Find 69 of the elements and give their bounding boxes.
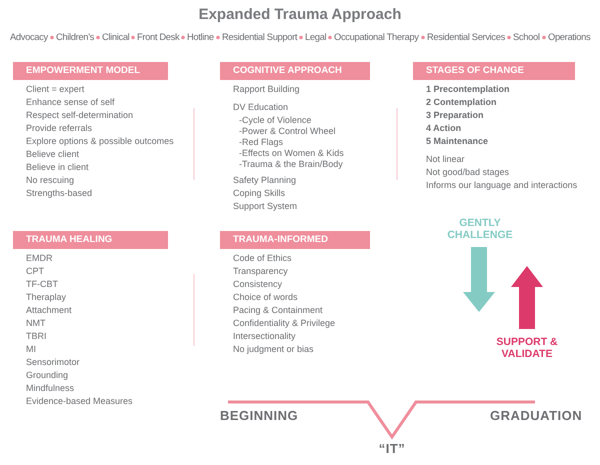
list-item: NMT <box>26 318 46 329</box>
list-item: Transparency <box>233 266 288 277</box>
list-item: CPT <box>26 266 44 277</box>
list-item: Confidentiality & Privilege <box>233 318 336 329</box>
diagram-title: Expanded Trauma Approach <box>198 6 402 23</box>
list-item: Coping Skills <box>233 188 286 199</box>
list-item: Not good/bad stages <box>426 167 510 178</box>
category-label: Legal <box>305 31 326 42</box>
list-item: DV Education <box>233 102 288 113</box>
category-label: Front Desk <box>137 31 180 42</box>
list-item: MI <box>26 344 36 355</box>
category-label: Operations <box>548 31 590 42</box>
list-item: -Effects on Women & Kids <box>239 148 344 159</box>
list-item: Consistency <box>233 279 282 290</box>
category-label: Hotline <box>187 31 214 42</box>
list-item: Safety Planning <box>233 175 296 186</box>
list-item: -Cycle of Violence <box>239 115 312 126</box>
category-label: Advocacy <box>10 31 48 42</box>
category-label: Residential Support <box>222 31 298 42</box>
list-item: Grounding <box>26 370 68 381</box>
list-item: Choice of words <box>233 292 298 303</box>
list-item: Believe client <box>26 149 80 160</box>
section-header: COGNITIVE APPROACH <box>220 62 370 80</box>
list-item: Evidence-based Measures <box>26 396 133 407</box>
list-item: 2 Contemplation <box>426 97 497 108</box>
list-item: EMDR <box>26 253 52 264</box>
list-item: Mindfulness <box>26 383 74 394</box>
list-item: Respect self-determination <box>26 110 134 121</box>
list-item: Provide referrals <box>26 123 92 134</box>
list-item: -Red Flags <box>239 137 284 148</box>
list-item: Theraplay <box>26 292 66 303</box>
list-item: Sensorimotor <box>26 357 80 368</box>
list-item: Client = expert <box>26 84 84 95</box>
list-item: Rapport Building <box>233 84 300 95</box>
list-item: Support System <box>233 201 298 212</box>
list-item: Attachment <box>26 305 72 316</box>
category-label: Children’s <box>56 31 94 42</box>
list-item: -Power & Control Wheel <box>239 126 336 137</box>
text-label: GRADUATION <box>490 410 584 422</box>
list-item: No rescuing <box>26 175 74 186</box>
text-label: GENTLY CHALLENGE <box>446 217 514 241</box>
category-label: Residential Services <box>427 31 505 42</box>
list-item: Strengths-based <box>26 188 92 199</box>
list-item: TF-CBT <box>26 279 58 290</box>
list-item: Pacing & Containment <box>233 305 323 316</box>
text-label: “IT” <box>378 443 406 455</box>
list-item: Not linear <box>426 154 465 165</box>
list-item: TBRI <box>26 331 47 342</box>
category-label: School <box>513 31 540 42</box>
list-item: 3 Preparation <box>426 110 484 121</box>
section-header: STAGES OF CHANGE <box>413 62 575 80</box>
category-label: Occupational Therapy <box>334 31 419 42</box>
section-header: TRAUMA HEALING <box>13 231 168 249</box>
list-item: Explore options & possible outcomes <box>26 136 174 147</box>
section-header: EMPOWERMENT MODEL <box>13 62 168 80</box>
list-item: Believe in client <box>26 162 89 173</box>
list-item: -Trauma & the Brain/Body <box>239 159 343 170</box>
list-item: 5 Maintenance <box>426 136 488 147</box>
list-item: Intersectionality <box>233 331 296 342</box>
list-item: Informs our language and interactions <box>426 180 578 191</box>
text-label: SUPPORT & VALIDATE <box>495 336 559 360</box>
category-label: Clinical <box>102 31 130 42</box>
list-item: Code of Ethics <box>233 253 292 264</box>
list-item: 1 Precontemplation <box>426 84 510 95</box>
list-item: Enhance sense of self <box>26 97 115 108</box>
list-item: No judgment or bias <box>233 344 314 355</box>
text-label: BEGINNING <box>220 410 300 422</box>
section-header: TRAUMA-INFORMED <box>220 231 370 249</box>
list-item: 4 Action <box>426 123 462 134</box>
